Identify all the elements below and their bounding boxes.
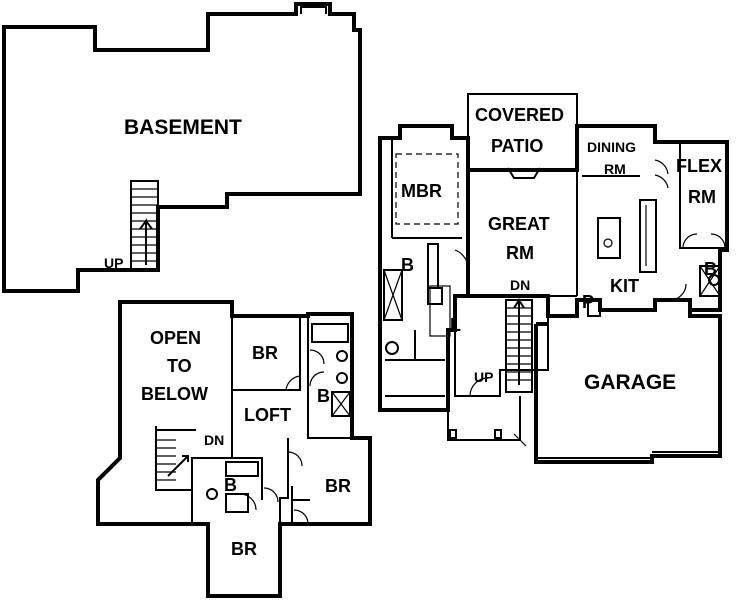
master-bay-line — [391, 136, 462, 239]
great-room-label-2: RM — [506, 243, 534, 263]
kit-door-arc — [669, 283, 687, 301]
laundry-label: L — [450, 315, 461, 335]
hall-outline — [454, 316, 549, 397]
pantry-label: P — [582, 292, 594, 312]
upper-br1-label: BR — [252, 343, 278, 363]
covered-patio-label-2: PATIO — [491, 136, 543, 156]
basement-up-label: UP — [104, 255, 123, 271]
basement-plan: BASEMENT UP — [2, 2, 362, 293]
upper-dn-label: DN — [204, 432, 224, 448]
open-to-below-label-3: BELOW — [141, 384, 208, 404]
upper-br1-walls — [231, 316, 301, 391]
entry-porch — [447, 396, 521, 441]
pantry — [587, 299, 601, 317]
basement-outline — [2, 2, 362, 293]
fireplace — [507, 167, 541, 179]
main-dn-label: DN — [510, 277, 530, 293]
upper-bath1-walls — [307, 316, 352, 439]
upper-floor-outline — [96, 300, 372, 598]
main-up-label: UP — [474, 369, 493, 385]
main-toilet — [385, 341, 399, 355]
loft-label: LOFT — [244, 405, 291, 425]
upper-bath1-label: B — [317, 386, 330, 406]
master-closet — [385, 330, 445, 397]
main-floor-plan — [378, 93, 729, 464]
mbr-label: MBR — [401, 181, 442, 201]
garage-outline — [534, 310, 722, 464]
basement-chimney — [300, 6, 327, 14]
open-to-below-label-1: OPEN — [150, 328, 201, 348]
entry-door-arc — [469, 377, 489, 397]
upper-hall-walls — [191, 390, 289, 524]
garage-label: GARAGE — [584, 371, 676, 394]
master-door-arc — [454, 249, 469, 271]
flex-label-2: RM — [688, 187, 716, 207]
master-tray-ceiling — [395, 153, 459, 225]
great-room-label-1: GREAT — [488, 214, 550, 234]
upper-br2-label: BR — [325, 476, 351, 496]
dining-label-2: RM — [604, 161, 626, 177]
basement-label: BASEMENT — [124, 116, 242, 139]
upper-floor-plan — [96, 300, 372, 598]
upper-bath2-label: B — [224, 475, 237, 495]
great-room-divider — [468, 170, 578, 297]
dining-label-1: DINING — [587, 139, 636, 155]
main-bath-label-1: B — [401, 255, 414, 275]
main-bath-vanity — [427, 243, 439, 289]
flex-door — [682, 233, 726, 249]
flex-bath-label: B — [704, 259, 717, 279]
kitchen-island — [597, 217, 621, 259]
main-living-outline — [468, 124, 729, 318]
main-bath-tub — [383, 269, 403, 321]
upper-stair — [155, 426, 196, 491]
covered-patio-label-1: COVERED — [475, 105, 564, 125]
basement-stair — [130, 180, 159, 271]
upper-br2-closet — [291, 486, 310, 524]
flex-label-1: FLEX — [676, 156, 722, 176]
main-bath-sink — [427, 287, 443, 305]
open-to-below-label-2: TO — [167, 356, 192, 376]
kitchen-label: KIT — [610, 276, 639, 296]
flex-toilet — [708, 274, 720, 286]
garage-door-line — [536, 451, 720, 459]
upper-br3-label: BR — [231, 539, 257, 559]
dining-door — [654, 159, 669, 189]
kitchen-counter — [639, 199, 657, 273]
flex-wall — [679, 142, 727, 249]
main-stair — [505, 298, 533, 393]
